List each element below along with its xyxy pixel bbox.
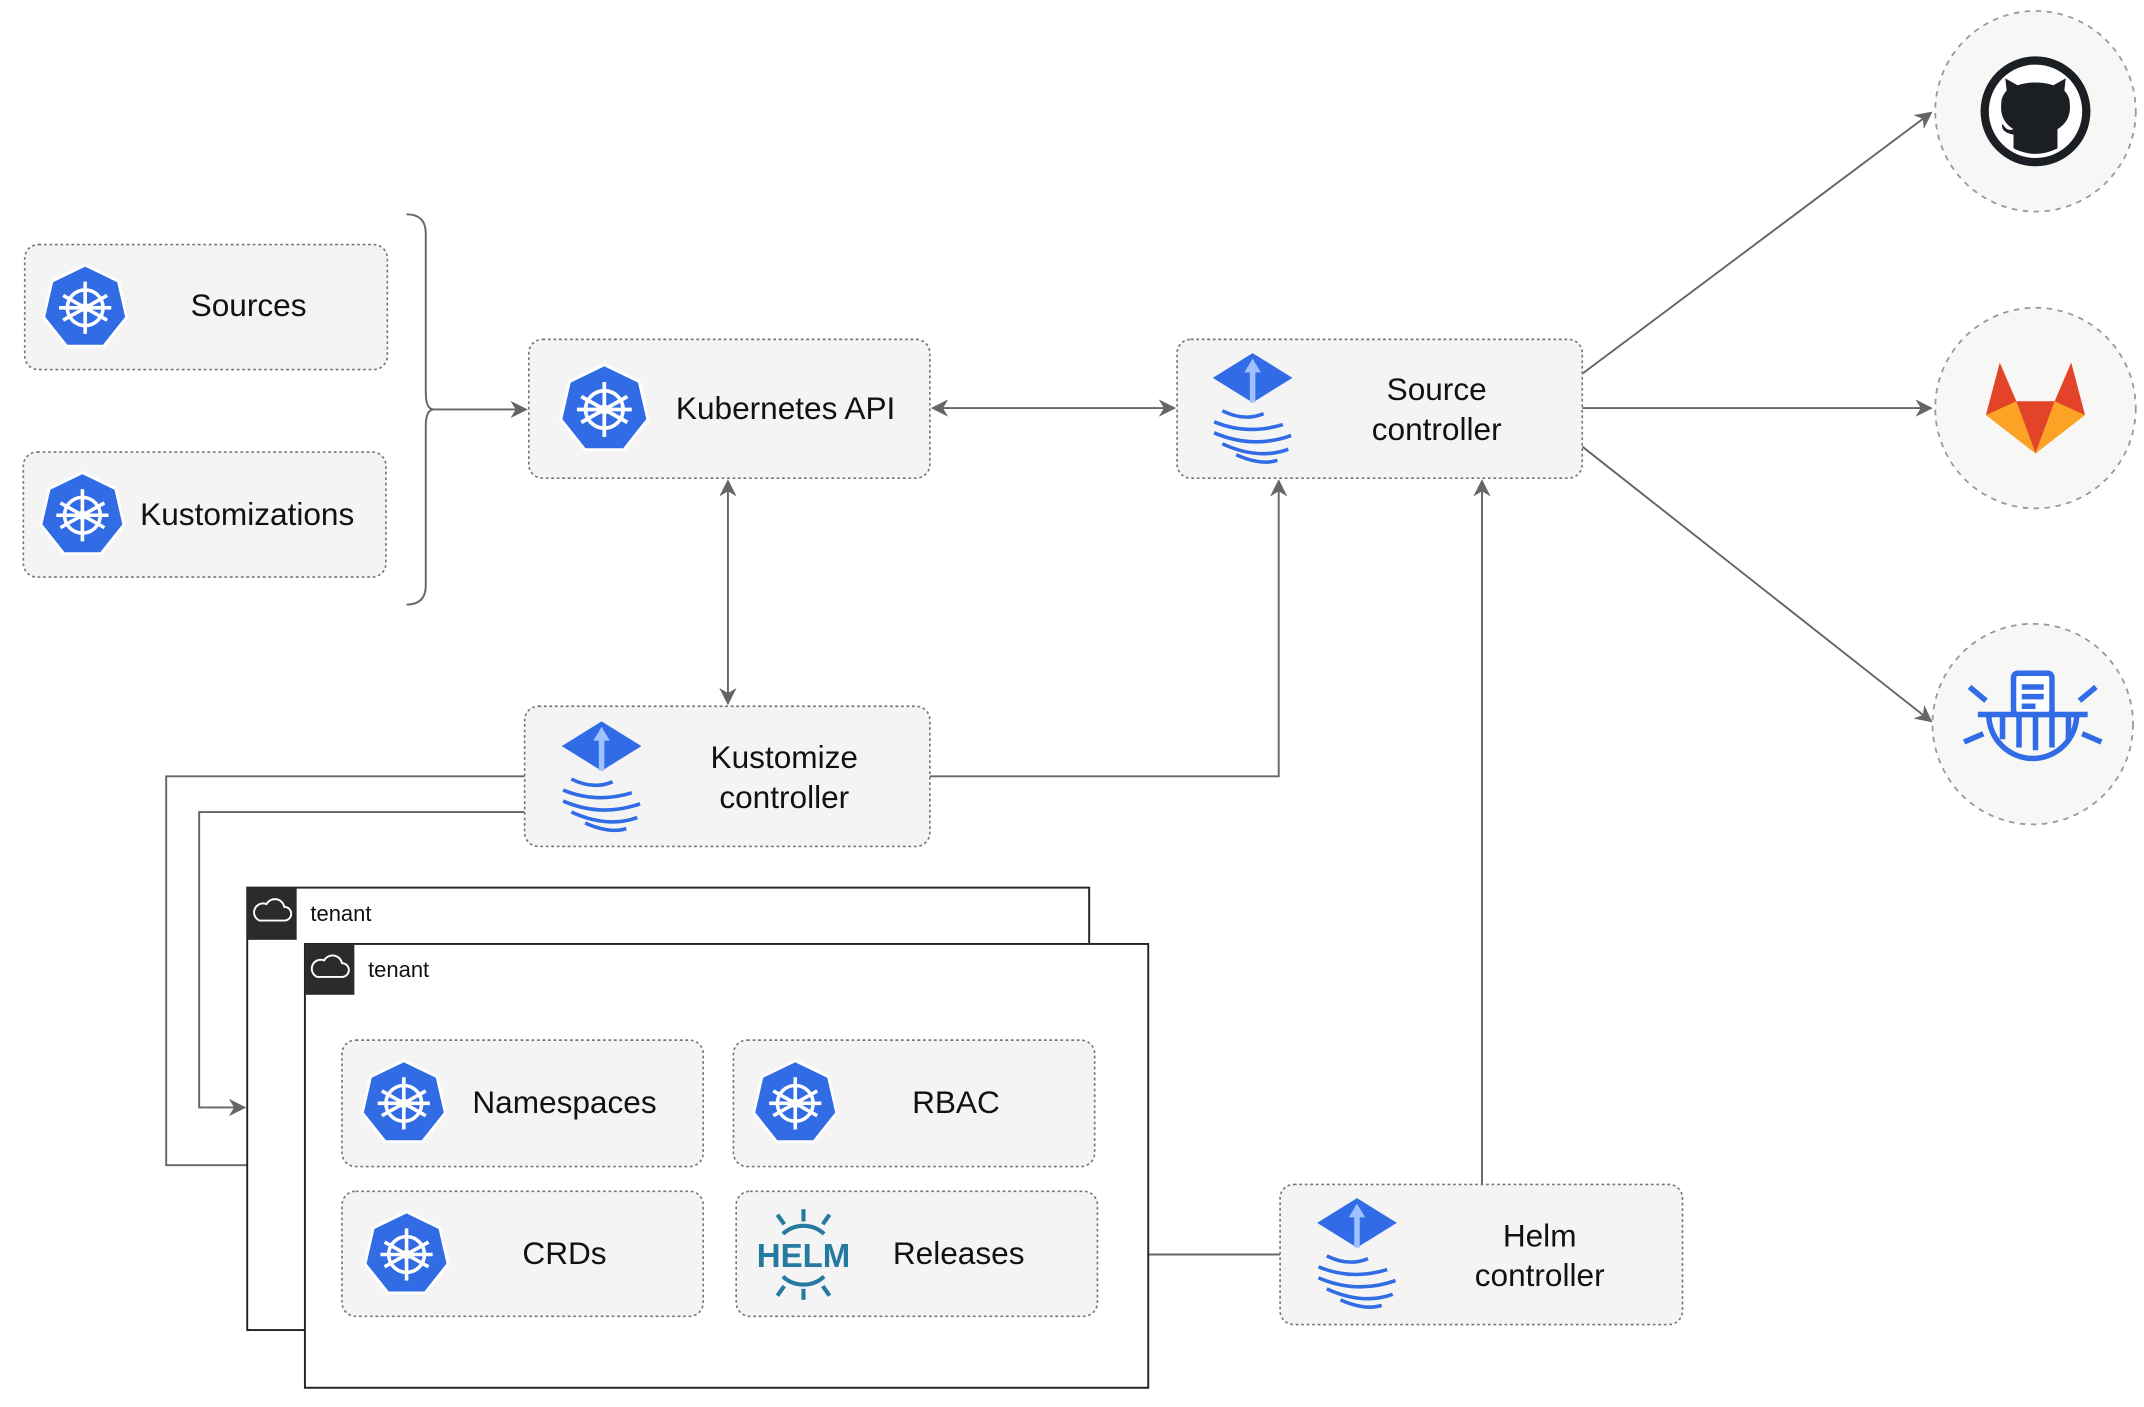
gitlab-node[interactable] (1934, 306, 2137, 510)
helm-icon: HELM (757, 1209, 850, 1300)
rbac-node[interactable]: RBAC (732, 1039, 1096, 1168)
source-controller-node[interactable]: Source controller (1176, 338, 1584, 479)
github-node[interactable] (1934, 10, 2137, 213)
crds-node[interactable]: CRDs (341, 1190, 705, 1318)
helm-controller-label-line2: controller (1475, 1257, 1605, 1293)
kubernetes-api-node[interactable]: Kubernetes API (527, 338, 931, 479)
helm-controller-node[interactable]: Helm controller (1279, 1183, 1684, 1326)
releases-label: Releases (893, 1235, 1025, 1271)
gitlab-icon (1986, 362, 2085, 454)
crds-label: CRDs (522, 1235, 606, 1271)
releases-node[interactable]: HELM Releases (735, 1190, 1099, 1318)
helm-logo-text: HELM (757, 1237, 850, 1274)
sources-label: Sources (191, 287, 307, 323)
kustomize-controller-node[interactable]: Kustomize controller (523, 705, 931, 848)
sources-node[interactable]: Sources (23, 243, 389, 371)
tenant-label: tenant (368, 957, 429, 982)
namespaces-label: Namespaces (472, 1084, 656, 1120)
connectors (165, 111, 1933, 1264)
kustomize-controller-label-line1: Kustomize (711, 739, 858, 775)
kustomizations-label: Kustomizations (140, 496, 354, 532)
source-controller-label-line1: Source (1387, 371, 1487, 407)
rbac-label: RBAC (912, 1084, 1000, 1120)
kustomize-controller-label-line2: controller (719, 779, 849, 815)
github-icon (1980, 56, 2091, 167)
bucket-icon (1962, 670, 2103, 762)
tenant-label: tenant (310, 901, 371, 926)
helm-controller-label-line1: Helm (1503, 1217, 1577, 1253)
kustomizations-node[interactable]: Kustomizations (22, 451, 387, 578)
bucket-node[interactable] (1931, 622, 2134, 826)
kubernetes-api-label: Kubernetes API (676, 390, 895, 426)
namespaces-node[interactable]: Namespaces (341, 1039, 705, 1168)
source-controller-label-line2: controller (1372, 411, 1502, 447)
